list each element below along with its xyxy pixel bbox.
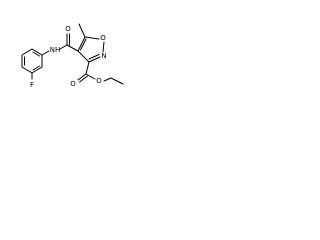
methyl-bond bbox=[78, 23, 86, 38]
benzene-double-bond-3 bbox=[32, 51, 40, 57]
fluorophenyl-ring bbox=[21, 48, 43, 74]
isoxazole-o-n bbox=[102, 41, 105, 53]
phenyl-nh-bond bbox=[41, 50, 50, 56]
isoxazole-c3-c4 bbox=[77, 50, 90, 63]
chemical-structure: F NH O O N O O bbox=[21, 23, 124, 89]
benzene-bond-6 bbox=[31, 48, 43, 56]
nh-atom-label: NH bbox=[50, 46, 61, 54]
ester-oxygen-label: O bbox=[96, 77, 102, 85]
nh-carbonyl-bond bbox=[59, 44, 68, 50]
isoxazole-c5-o bbox=[84, 36, 100, 40]
amide-ring-bond bbox=[66, 44, 79, 52]
ester-carbonyl-oxygen-label: O bbox=[70, 80, 76, 88]
isoxazole-n-c3-double bbox=[88, 54, 100, 60]
fluorine-atom-label: F bbox=[30, 81, 34, 89]
ethyl-ch3-bond bbox=[110, 77, 124, 85]
ester-co-single-bond bbox=[85, 73, 96, 80]
ring-nitrogen-label: N bbox=[101, 52, 106, 60]
ester-co-double-bond bbox=[79, 75, 88, 83]
isoxazole-c4-c5-double bbox=[80, 38, 87, 51]
isoxazole-ring bbox=[77, 36, 105, 63]
ring-ester-bond bbox=[85, 61, 90, 75]
ester-co-bond bbox=[77, 73, 87, 81]
benzene-bond-3 bbox=[21, 66, 33, 74]
ring-oxygen-label: O bbox=[100, 34, 106, 42]
ethyl-ch2-bond bbox=[103, 77, 112, 82]
benzene-double-bond-2 bbox=[32, 65, 40, 71]
benzene-bond-1 bbox=[21, 48, 33, 56]
amide-oxygen-label: O bbox=[65, 25, 71, 33]
benzene-bond-4 bbox=[31, 66, 43, 74]
isoxazole-n-c3 bbox=[88, 56, 101, 63]
isoxazole-c4-c5 bbox=[77, 36, 86, 52]
